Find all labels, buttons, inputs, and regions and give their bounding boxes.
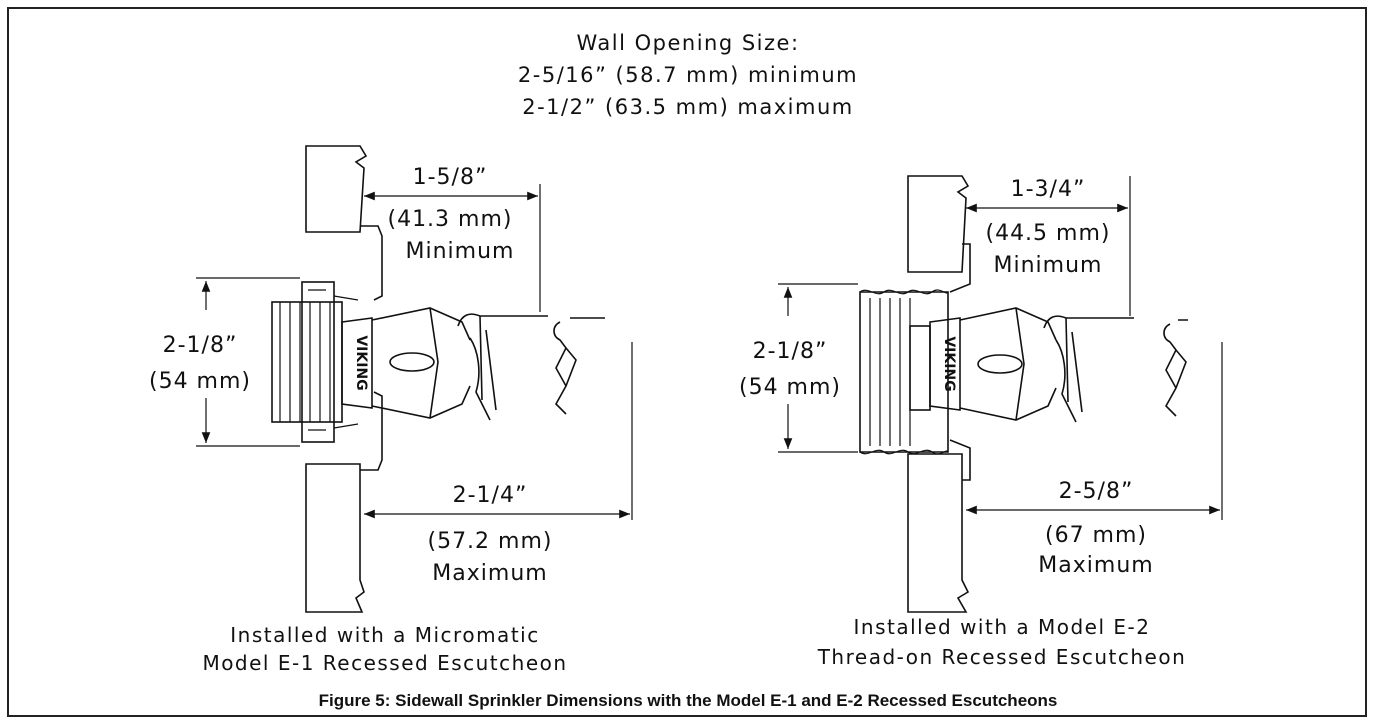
- figure-frame: [7, 7, 1367, 717]
- left-max-label: Maximum: [432, 561, 547, 586]
- right-brand-mark: VIKING: [941, 336, 957, 391]
- left-height-inches: 2-1/8”: [163, 333, 238, 358]
- right-height-inches: 2-1/8”: [753, 339, 828, 364]
- left-glass-bulb: [389, 352, 435, 372]
- left-assembly: VIKING 1-5/8” (41.3 mm) Minimum 2-1/4” (…: [149, 145, 633, 675]
- header-title: Wall Opening Size:: [576, 31, 799, 55]
- left-brand-mark: VIKING: [353, 335, 369, 390]
- right-frame-arms: [959, 307, 1057, 421]
- right-max-label: Maximum: [1038, 553, 1153, 578]
- left-min-inches: 1-5/8”: [413, 165, 488, 190]
- header-maximum: 2-1/2” (63.5 mm) maximum: [522, 95, 854, 119]
- right-deflector: [1043, 315, 1134, 423]
- right-thread-housing: [859, 291, 949, 453]
- left-deflector-side: [553, 317, 605, 415]
- left-max-mm: (57.2 mm): [427, 529, 552, 554]
- right-deflector-side: [1163, 319, 1188, 417]
- header-minimum: 2-5/16” (58.7 mm) minimum: [518, 63, 858, 87]
- right-escutcheon: [949, 243, 971, 481]
- left-sprinkler-body: [341, 317, 373, 409]
- right-sprinkler-body: [929, 317, 961, 411]
- left-caption-line1: Installed with a Micromatic: [230, 623, 539, 647]
- left-deflector: [457, 313, 548, 421]
- left-max-inches: 2-1/4”: [453, 483, 528, 508]
- right-min-mm: (44.5 mm): [985, 221, 1110, 246]
- right-wall-lower: [907, 453, 970, 613]
- left-thread-fitting: [271, 301, 343, 423]
- left-escutcheon: [360, 225, 383, 471]
- left-escutcheon-flange: [301, 281, 335, 443]
- left-height-mm: (54 mm): [149, 369, 251, 394]
- right-min-label: Minimum: [994, 253, 1103, 278]
- right-caption-line1: Installed with a Model E-2: [854, 615, 1151, 639]
- left-min-label: Minimum: [406, 239, 515, 264]
- left-wall-upper: [305, 145, 368, 233]
- right-caption-line2: Thread-on Recessed Escutcheon: [817, 645, 1187, 669]
- right-glass-bulb: [977, 354, 1023, 374]
- left-wall-lower: [305, 463, 365, 613]
- left-caption-line2: Model E-1 Recessed Escutcheon: [202, 651, 567, 675]
- right-max-inches: 2-5/8”: [1059, 479, 1134, 504]
- right-max-mm: (67 mm): [1045, 523, 1147, 548]
- right-min-inches: 1-3/4”: [1011, 177, 1086, 202]
- right-assembly: VIKING 1-3/4” (44.5 mm) Minimum 2-5/8” (…: [739, 175, 1223, 669]
- left-frame-arms: [371, 307, 471, 419]
- right-wall-upper: [907, 175, 970, 273]
- figure-caption: Figure 5: Sidewall Sprinkler Dimensions …: [319, 691, 1058, 710]
- right-height-mm: (54 mm): [739, 375, 841, 400]
- left-min-mm: (41.3 mm): [387, 207, 512, 232]
